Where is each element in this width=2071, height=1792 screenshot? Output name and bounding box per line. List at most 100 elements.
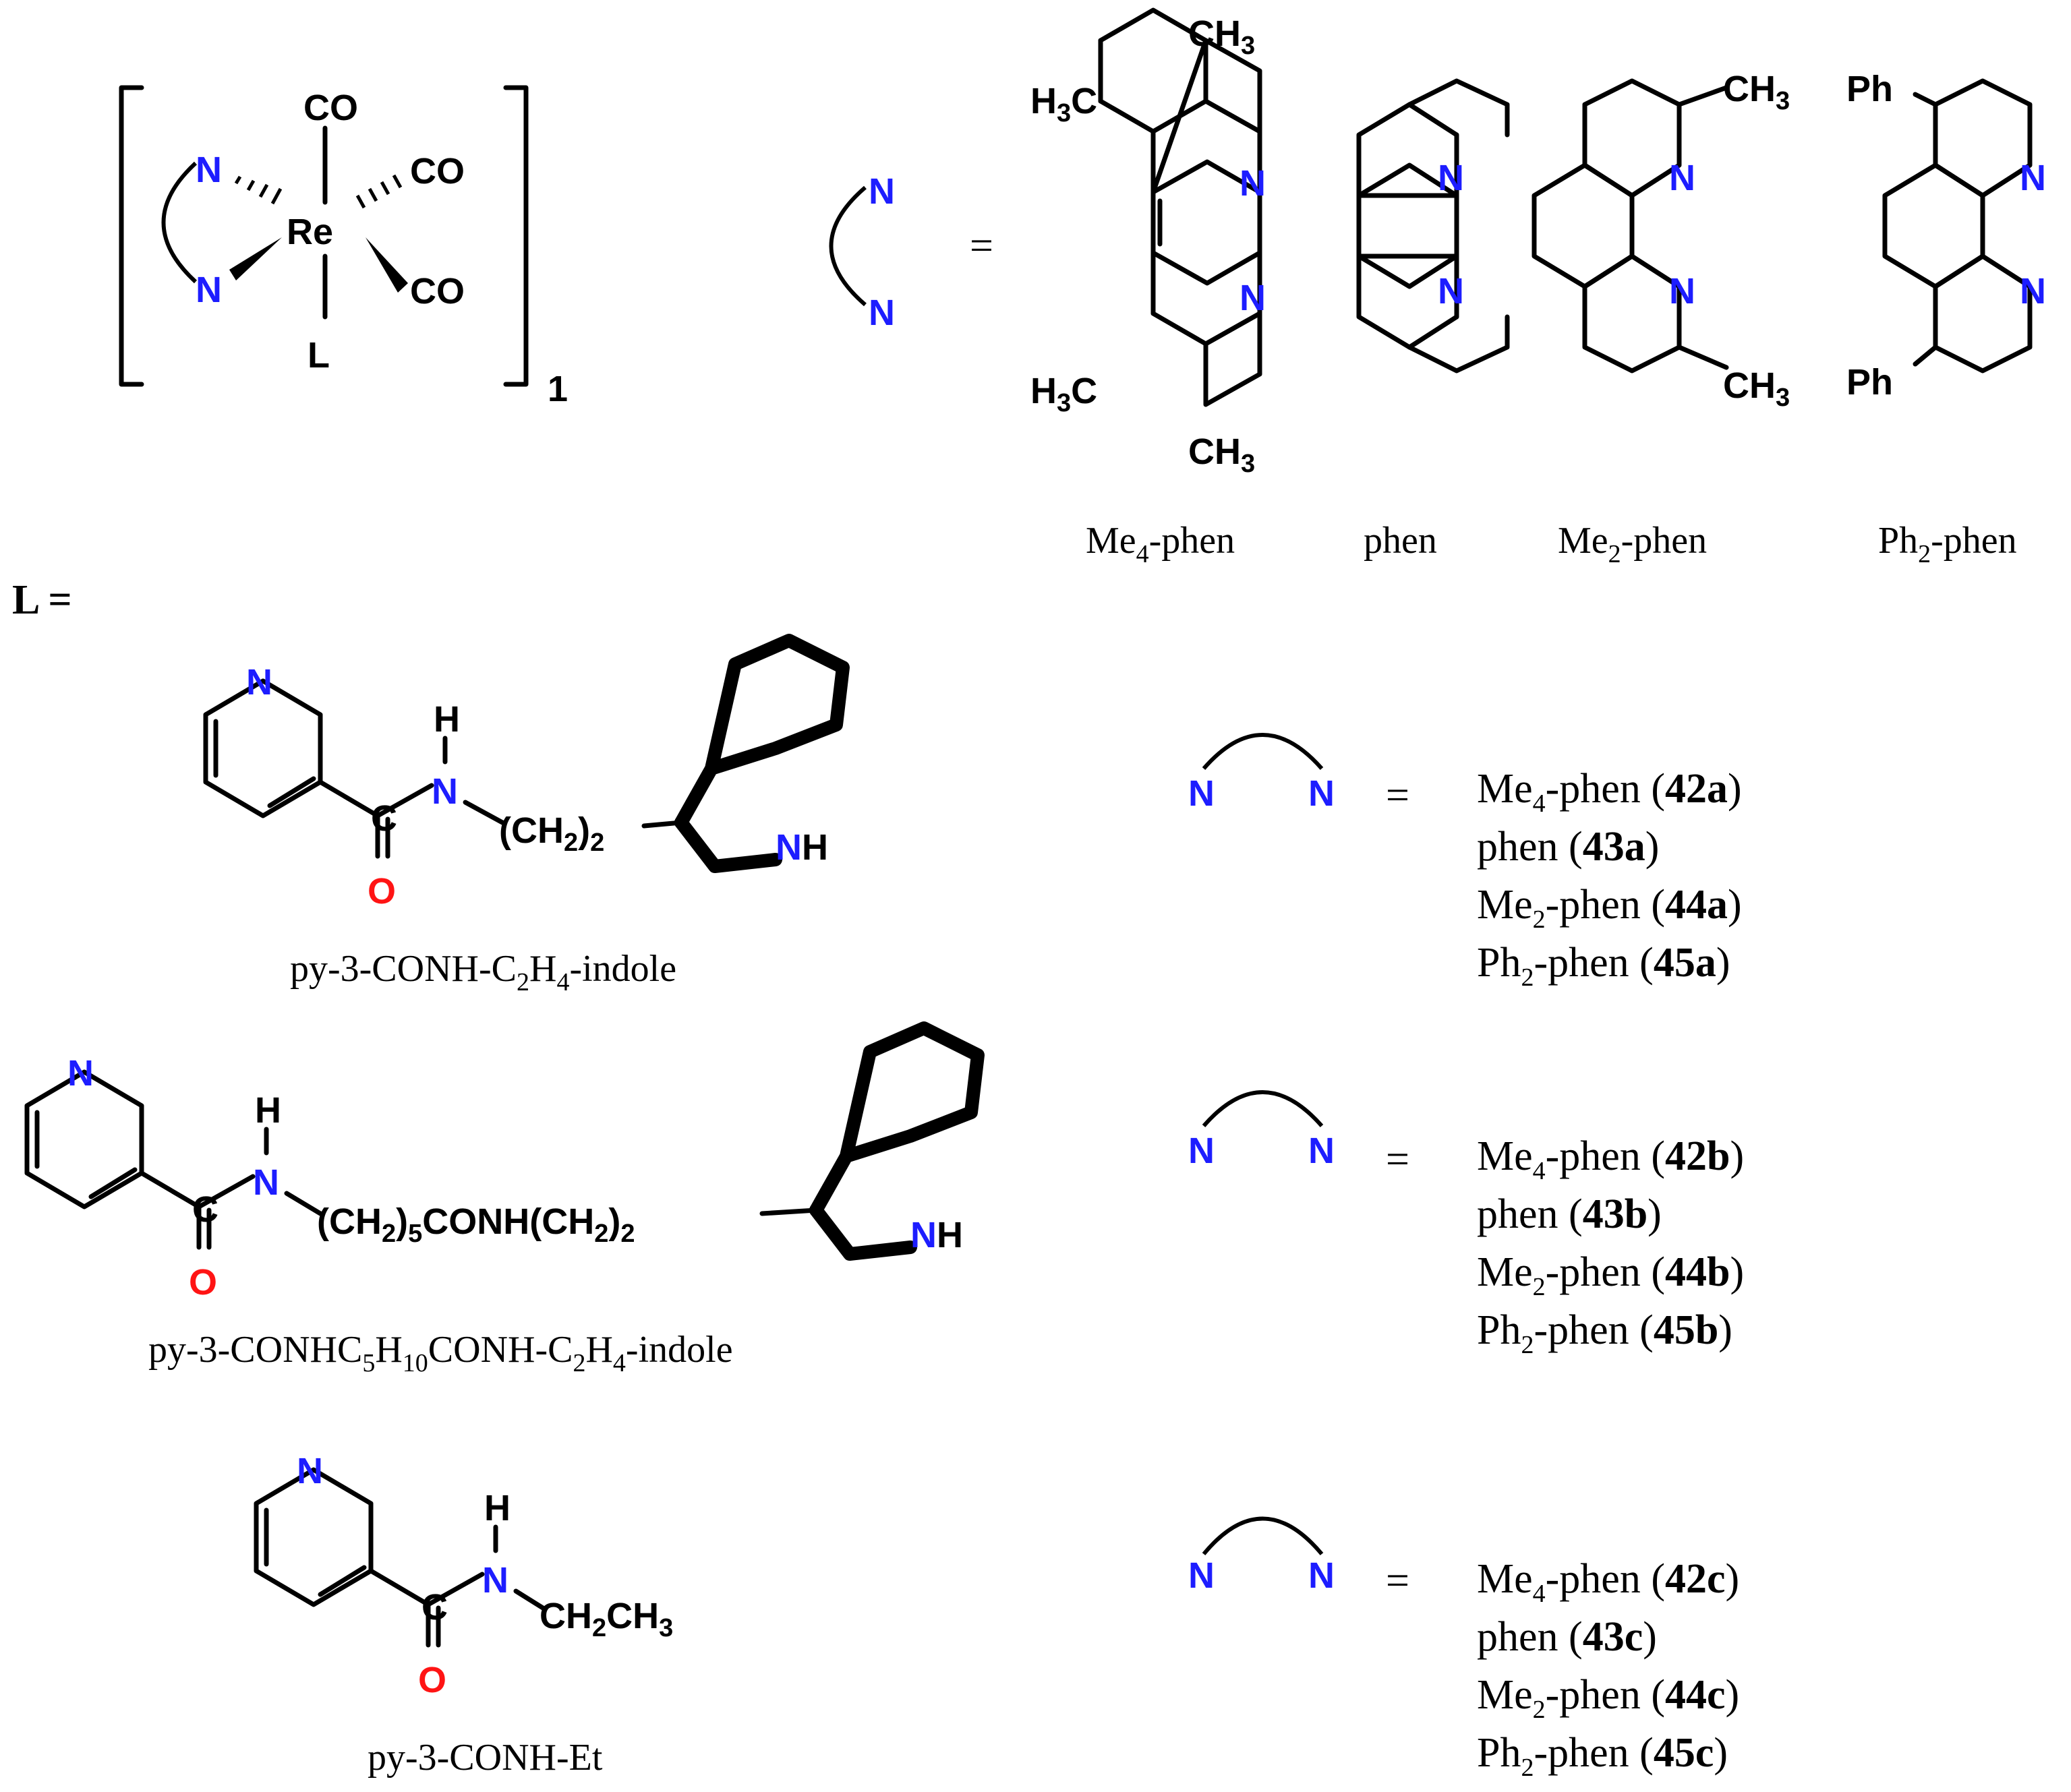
- compound-list-c: N N = Me4-phen (42c) phen (43c) Me2-phen (…: [1188, 1516, 1739, 1782]
- list-b-arc: [1202, 1090, 1324, 1127]
- equatorial-co-upper: CO: [410, 151, 465, 191]
- compound-entry-42c: Me4-phen (42c): [1477, 1556, 1739, 1608]
- phen-n2: N: [1438, 271, 1464, 311]
- ph2-n1: N: [2020, 158, 2046, 198]
- ligand-b-amide-h: H: [255, 1090, 281, 1131]
- phen-n1: N: [1438, 158, 1464, 198]
- ph2-ph-bottom: Ph: [1846, 362, 1893, 402]
- ligand-a-carbonyl-o: O: [368, 871, 396, 912]
- ligand-b-name: py-3-CONHC5H10CONH-C2H4-indole: [148, 1329, 733, 1377]
- me2-phen-name: Me2-phen: [1558, 520, 1707, 568]
- ligand-c-structure: N H N C O CH2CH3 py-3-CONH-Et: [254, 1451, 673, 1779]
- hashed-bond-to-n: [234, 175, 283, 205]
- ligand-b-amide-n: N: [253, 1162, 279, 1203]
- phen-structure: N N phen: [1356, 78, 1510, 562]
- list-b-n-right: N: [1308, 1131, 1335, 1171]
- axial-ligand-label: L: [308, 335, 330, 376]
- ligand-a-indole-nh: NH: [776, 827, 828, 868]
- diimine-equals: =: [970, 223, 993, 269]
- compound-entry-44b: Me2-phen (44b): [1477, 1249, 1744, 1301]
- diimine-n-top: N: [869, 171, 895, 212]
- axial-co-label: CO: [303, 88, 358, 128]
- compound-entry-45b: Ph2-phen (45b): [1477, 1307, 1732, 1359]
- me4-ch3-bottom: CH3: [1188, 431, 1255, 478]
- me2-n1: N: [1669, 158, 1695, 198]
- l-equals-label: L =: [12, 577, 72, 623]
- wedge-bond-to-co: [366, 237, 408, 293]
- ligand-b-structure: N H N C O (CH2)5CONH(CH2)2 NH py-3-CONHC…: [24, 1021, 985, 1377]
- compound-list-a: N N = Me4-phen (42a) phen (43a) Me2-phen (…: [1188, 733, 1742, 992]
- me4-ch3-top: CH3: [1188, 13, 1255, 60]
- ligand-c-amide-h: H: [484, 1488, 511, 1528]
- chelate-n-top: N: [196, 150, 222, 190]
- ligand-a-amide-h: H: [434, 699, 460, 740]
- ligand-b-chain: (CH2)5CONH(CH2)2: [317, 1201, 635, 1248]
- ligand-c-amide-n: N: [482, 1560, 508, 1601]
- me4-phen-name: Me4-phen: [1086, 520, 1235, 568]
- list-c-entries: Me4-phen (42c) phen (43c) Me2-phen (44c) Ph…: [1477, 1556, 1739, 1782]
- ligand-c-carbonyl-c: C: [421, 1587, 448, 1627]
- compound-list-b: N N = Me4-phen (42b) phen (43b) Me2-phen (…: [1188, 1090, 1744, 1359]
- ligand-c-carbonyl-o: O: [418, 1660, 446, 1700]
- diimine-n-bottom: N: [869, 293, 895, 333]
- compound-entry-45c: Ph2-phen (45c): [1477, 1730, 1728, 1782]
- right-bracket: [503, 85, 529, 387]
- ligand-b-pyridine-n: N: [67, 1053, 94, 1094]
- hashed-bond-to-co: [355, 174, 403, 209]
- compound-entry-43c: phen (43c): [1477, 1614, 1657, 1660]
- compound-entry-45a: Ph2-phen (45a): [1477, 940, 1730, 992]
- compound-entry-42a: Me4-phen (42a): [1477, 766, 1742, 818]
- list-c-equals: =: [1386, 1558, 1409, 1604]
- compound-entry-44c: Me2-phen (44c): [1477, 1672, 1739, 1724]
- ph2-n2: N: [2020, 271, 2046, 311]
- me4-h3c-bottom: H3C: [1030, 371, 1097, 417]
- list-c-n-left: N: [1188, 1555, 1215, 1596]
- list-a-entries: Me4-phen (42a) phen (43a) Me2-phen (44a) Ph…: [1477, 766, 1742, 992]
- list-c-arc: [1202, 1516, 1324, 1555]
- list-a-n-right: N: [1308, 773, 1335, 814]
- ligand-a-carbonyl-c: C: [371, 798, 397, 839]
- list-b-entries: Me4-phen (42b) phen (43b) Me2-phen (44b) Ph…: [1477, 1133, 1744, 1359]
- phen-name: phen: [1364, 520, 1437, 562]
- compound-entry-43a: phen (43a): [1477, 824, 1659, 870]
- me2-phen-structure: N N CH3 CH3 Me2-phen: [1532, 69, 1790, 568]
- diimine-arc: [829, 185, 867, 307]
- me4-h3c-top: H3C: [1030, 81, 1097, 127]
- compound-entry-43b: phen (43b): [1477, 1191, 1662, 1237]
- ligand-b-carbonyl-c: C: [192, 1189, 218, 1230]
- charge-subscript: 1: [548, 369, 568, 409]
- ligand-c-pyridine-n: N: [297, 1451, 323, 1491]
- me4-n1: N: [1239, 163, 1266, 204]
- compound-entry-44a: Me2-phen (44a): [1477, 882, 1742, 934]
- ph2-ph-top: Ph: [1846, 69, 1893, 109]
- ligand-a-name: py-3-CONH-C2H4-indole: [290, 948, 676, 996]
- list-b-n-left: N: [1188, 1131, 1215, 1171]
- ph2-phen-structure: N N Ph Ph Ph2-phen: [1846, 69, 2046, 568]
- me2-ch3-bottom: CH3: [1723, 365, 1790, 412]
- wedge-bond-to-n: [229, 237, 282, 280]
- ph2-phen-name: Ph2-phen: [1878, 520, 2017, 568]
- ligand-a-pyridine-n: N: [246, 662, 272, 703]
- rhenium-atom: Re: [287, 212, 333, 252]
- ligand-a-structure: N H N C O (CH2)2 NH py-3-CONH-C2H4-indol…: [203, 634, 850, 996]
- me4-n2: N: [1239, 278, 1266, 318]
- list-c-n-right: N: [1308, 1555, 1335, 1596]
- me4-phen-structure: N N H3C CH3 H3C CH3 Me4-phen: [1030, 7, 1266, 568]
- ligand-b-carbonyl-o: O: [189, 1262, 217, 1303]
- ligand-c-ethyl: CH2CH3: [539, 1596, 673, 1642]
- compound-entry-42b: Me4-phen (42b): [1477, 1133, 1744, 1185]
- me2-ch3-top: CH3: [1723, 69, 1790, 115]
- list-b-equals: =: [1386, 1137, 1409, 1183]
- rhenium-complex: 1 Re CO L N N CO CO: [119, 85, 568, 409]
- equatorial-co-lower: CO: [410, 271, 465, 311]
- list-a-arc: [1202, 733, 1324, 770]
- ligand-b-indole-nh: NH: [910, 1215, 963, 1255]
- diimine-definition: N N =: [829, 171, 993, 333]
- ligand-c-name: py-3-CONH-Et: [368, 1737, 603, 1779]
- chelate-n-bottom: N: [196, 270, 222, 310]
- ligand-a-chain: (CH2)2: [499, 810, 604, 857]
- chelate-arc: [161, 161, 198, 284]
- list-a-equals: =: [1386, 773, 1409, 818]
- list-a-n-left: N: [1188, 773, 1215, 814]
